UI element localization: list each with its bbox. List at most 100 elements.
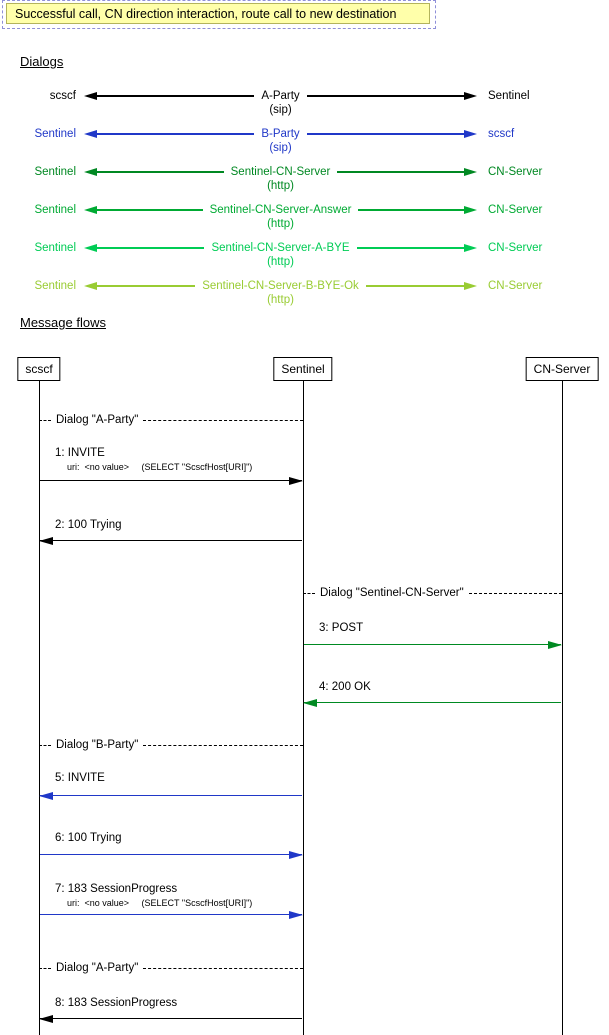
- message-label: 3: POST: [319, 622, 364, 634]
- message-sublabel: uri: <no value> (SELECT "ScscfHost[URI]"…: [67, 898, 253, 908]
- message-arrow[interactable]: [39, 910, 303, 920]
- dialog-protocol: (sip): [269, 104, 292, 116]
- note-selection-marquee[interactable]: Successful call, CN direction interactio…: [2, 0, 436, 29]
- arrowhead-left-icon: [84, 91, 97, 100]
- dialog-separator: Dialog "A-Party": [39, 412, 303, 428]
- dialog-name-text: Sentinel-CN-Server: [223, 166, 338, 178]
- dialog-left-endpoint: Sentinel: [34, 280, 76, 292]
- message-line: [40, 854, 302, 855]
- dialog-name: Sentinel-CN-Server-Answer: [84, 202, 477, 218]
- dialog-right-endpoint: scscf: [488, 128, 515, 140]
- dialog-right-endpoint: CN-Server: [488, 204, 543, 216]
- arrowhead-right-icon: [464, 167, 477, 176]
- dialog-protocol: (http): [267, 180, 294, 192]
- dialog-right-endpoint: CN-Server: [488, 166, 543, 178]
- dialog-right-endpoint: CN-Server: [488, 280, 543, 292]
- arrowhead-right-icon: [464, 281, 477, 290]
- message-label: 4: 200 OK: [319, 681, 371, 693]
- separator-label: Dialog "Sentinel-CN-Server": [320, 587, 464, 599]
- dialog-arrow: Sentinel-CN-Server (http): [84, 164, 477, 194]
- dialog-left-endpoint: Sentinel: [34, 242, 76, 254]
- separator-dash: [303, 592, 315, 594]
- message-line: [304, 644, 561, 645]
- dialog-protocol: (http): [267, 218, 294, 230]
- dialog-row[interactable]: Sentinel Sentinel-CN-Server-B-BYE-Ok (http…: [0, 278, 609, 308]
- arrowhead-left-icon: [84, 243, 97, 252]
- lifeline-box[interactable]: Sentinel: [273, 357, 333, 381]
- dialog-name-text: Sentinel-CN-Server-Answer: [202, 204, 359, 216]
- dialog-row[interactable]: Sentinel B-Party (sip) scscf: [0, 126, 609, 156]
- arrowhead-right-icon: [289, 476, 303, 485]
- dialog-protocol: (sip): [269, 142, 292, 154]
- message-label: 2: 100 Trying: [55, 519, 122, 531]
- dialog-name: Sentinel-CN-Server-A-BYE: [84, 240, 477, 256]
- message-flows-heading: Message flows: [20, 315, 106, 330]
- dialogs-heading: Dialogs: [20, 54, 64, 69]
- arrowhead-right-icon: [464, 91, 477, 100]
- arrowhead-left-icon: [39, 536, 53, 545]
- message-arrow[interactable]: [303, 698, 562, 708]
- lifeline-box[interactable]: scscf: [17, 357, 61, 381]
- dialog-row[interactable]: Sentinel Sentinel-CN-Server (http) CN-Serve…: [0, 164, 609, 194]
- arrowhead-right-icon: [289, 910, 303, 919]
- message-arrow[interactable]: [303, 640, 562, 650]
- separator-label: Dialog "B-Party": [56, 739, 139, 751]
- arrowhead-left-icon: [303, 698, 317, 707]
- dialog-left-endpoint: Sentinel: [34, 166, 76, 178]
- separator-dash: [143, 967, 303, 969]
- dialog-left-endpoint: Sentinel: [34, 128, 76, 140]
- dialog-right-endpoint: CN-Server: [488, 242, 543, 254]
- lifeline-box[interactable]: CN-Server: [525, 357, 599, 381]
- dialog-row[interactable]: Sentinel Sentinel-CN-Server-A-BYE(http) CN…: [0, 240, 609, 270]
- message-arrow[interactable]: [39, 476, 303, 486]
- message-line: [40, 914, 302, 915]
- message-line: [40, 480, 302, 481]
- arrowhead-right-icon: [464, 205, 477, 214]
- lifeline: [302, 381, 304, 1035]
- dialog-separator: Dialog "A-Party": [39, 960, 303, 976]
- dialog-separator: Dialog "Sentinel-CN-Server": [303, 585, 562, 601]
- dialog-name: A-Party: [84, 88, 477, 104]
- message-arrow[interactable]: [39, 536, 303, 546]
- scenario-note[interactable]: Successful call, CN direction interactio…: [6, 3, 430, 24]
- dialog-arrow: Sentinel-CN-Server-A-BYE(http): [84, 240, 477, 270]
- dialog-arrow: B-Party (sip): [84, 126, 477, 156]
- arrowhead-left-icon: [84, 167, 97, 176]
- separator-label: Dialog "A-Party": [56, 962, 139, 974]
- message-line: [40, 795, 302, 796]
- dialog-arrow: Sentinel-CN-Server-Answer (http): [84, 202, 477, 232]
- separator-dash: [39, 967, 51, 969]
- arrowhead-left-icon: [39, 791, 53, 800]
- message-arrow[interactable]: [39, 850, 303, 860]
- dialog-arrow: A-Party(sip): [84, 88, 477, 118]
- dialog-name: Sentinel-CN-Server: [84, 164, 477, 180]
- separator-dash: [39, 744, 51, 746]
- message-label: 1: INVITE: [55, 447, 105, 459]
- arrowhead-left-icon: [39, 1014, 53, 1023]
- dialog-protocol: (http): [267, 294, 294, 306]
- separator-dash: [143, 419, 303, 421]
- separator-label: Dialog "A-Party": [56, 414, 139, 426]
- message-line: [304, 702, 561, 703]
- arrowhead-left-icon: [84, 205, 97, 214]
- message-label: 5: INVITE: [55, 772, 105, 784]
- message-line: [40, 540, 302, 541]
- message-label: 6: 100 Trying: [55, 832, 122, 844]
- message-label: 7: 183 SessionProgress: [55, 883, 178, 895]
- dialog-arrow: Sentinel-CN-Server-B-BYE-Ok (http): [84, 278, 477, 308]
- arrowhead-left-icon: [84, 281, 97, 290]
- message-arrow[interactable]: [39, 1014, 303, 1024]
- lifeline: [38, 381, 40, 1035]
- arrowhead-left-icon: [84, 129, 97, 138]
- separator-dash: [143, 744, 303, 746]
- dialog-name-text: B-Party: [254, 128, 307, 140]
- dialog-name-text: Sentinel-CN-Server-B-BYE-Ok: [195, 280, 366, 292]
- message-arrow[interactable]: [39, 791, 303, 801]
- separator-dash: [39, 419, 51, 421]
- message-sublabel: uri: <no value> (SELECT "ScscfHost[URI]"…: [67, 462, 253, 472]
- dialog-name-text: Sentinel-CN-Server-A-BYE: [204, 242, 357, 254]
- dialog-right-endpoint: Sentinel: [488, 90, 530, 102]
